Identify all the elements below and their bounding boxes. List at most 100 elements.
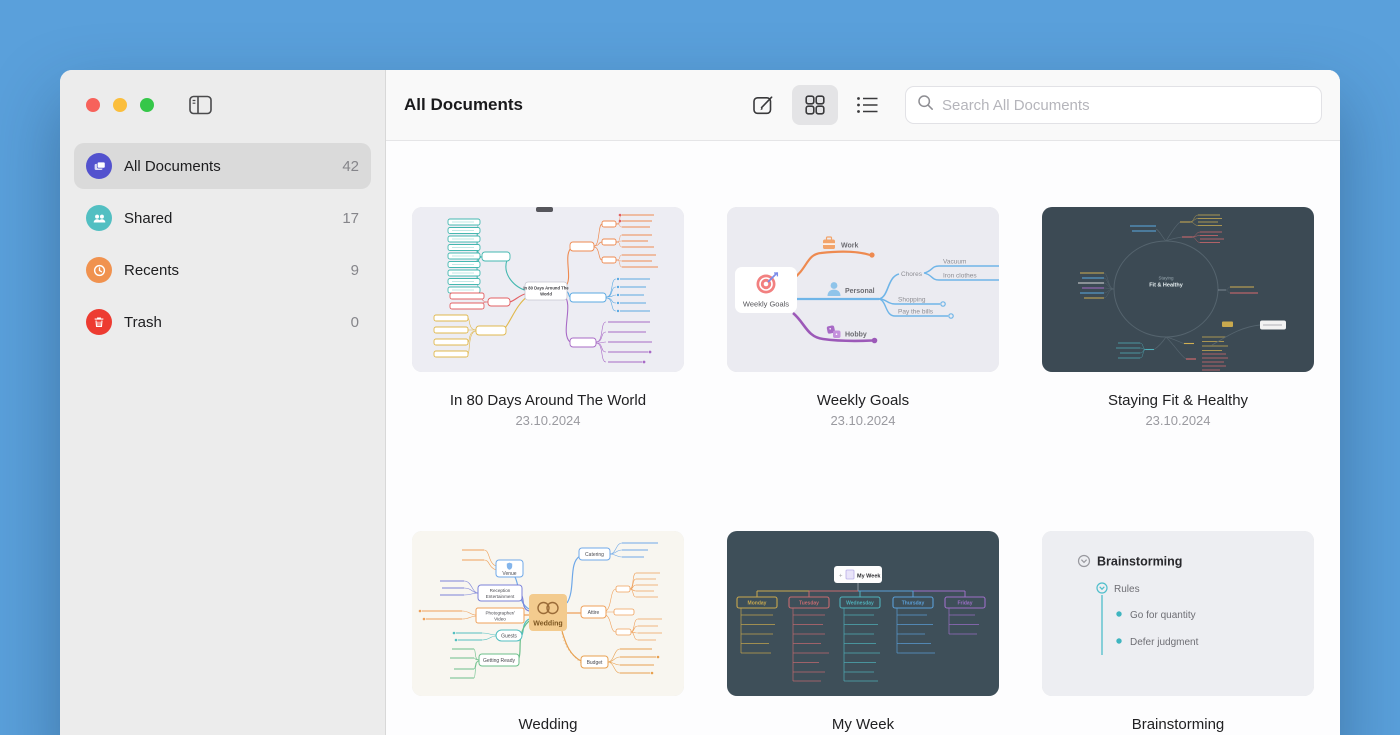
outline-title: Brainstorming [1097,555,1182,569]
list-view-button[interactable] [847,87,887,123]
day-label-wednesday: Wednesday [846,601,874,607]
documents-stack-icon [86,153,112,179]
toolbar [743,85,1322,125]
node-label-catering: Catering [585,552,604,558]
sidebar-toggle-icon [189,95,213,119]
mindmap-center-label: My Week [857,574,881,580]
thumbnail-brainstorming: Brainstorming Rules Go for quantity Defe… [1042,531,1314,696]
document-date: 23.10.2024 [515,413,581,428]
mindmap-my-week: Monday Tuesday Wednesday Thursday Friday [727,531,999,696]
node-label-chores: Chores [901,271,923,278]
mindmap-center-label: Staying [1158,276,1174,281]
document-date: 23.10.2024 [830,413,896,428]
window-titlebar [60,70,385,143]
document-title: Wedding [518,716,578,733]
thumbnail-staying-fit: Staying Fit & Healthy [1042,207,1314,372]
document-card[interactable]: Brainstorming Rules Go for quantity Defe… [1042,531,1314,735]
main-area: All Documents [386,70,1340,735]
list-view-icon [855,94,880,116]
sidebar: All Documents 42 Shared 17 [60,70,386,735]
expand-icon: + [839,574,843,580]
search-input[interactable] [942,96,1310,114]
outline-rules-label: Rules [1114,584,1140,595]
node-label-getting-ready: Getting Ready [483,658,515,664]
node-label-shopping: Shopping [898,297,926,304]
sidebar-item-count: 9 [350,261,359,279]
node-label-guests: Guests [501,634,517,640]
node-label-entertainment: Entertainment [486,594,515,599]
day-label-thursday: Thursday [902,601,925,607]
sidebar-item-shared[interactable]: Shared 17 [74,195,371,241]
sidebar-item-label: Trash [124,313,162,331]
node-label-reception: Reception [490,588,511,593]
document-title: Weekly Goals [816,392,910,409]
branch-label-hobby: Hobby [845,332,867,339]
documents-grid: In 80 Days Around The World In 80 Days A… [386,141,1340,735]
mindmap-staying-fit: Staying Fit & Healthy [1042,207,1314,372]
new-document-button[interactable] [743,87,783,123]
branch-label-work: Work [841,243,858,250]
sidebar-toggle-button[interactable] [189,95,213,116]
minimize-window-button[interactable] [113,98,127,112]
node-label-pay-the-bills: Pay the bills [898,309,934,316]
sidebar-item-recents[interactable]: Recents 9 [74,247,371,293]
day-label-friday: Friday [957,601,972,607]
sidebar-item-count: 42 [342,157,359,175]
thumbnail-wedding: Venue Reception Entertainment [412,531,684,696]
thumbnail-weekly-goals: Work Personal [727,207,999,372]
sidebar-item-label: Recents [124,261,180,279]
node-label-budget: Budget [587,660,603,666]
node-label-vacuum: Vacuum [943,259,966,266]
day-label-monday: Monday [748,601,767,607]
mindmap-center-label: Weekly Goals [743,300,789,309]
node-label-photographer: Photographer/ [485,611,515,616]
clock-icon [86,257,112,283]
thumbnail-my-week: Monday Tuesday Wednesday Thursday Friday [727,531,999,696]
document-title: In 80 Days Around The World [449,392,647,409]
branch-label-personal: Personal [845,288,875,295]
grid-view-icon [803,93,827,117]
page-title: All Documents [404,95,524,114]
document-card[interactable]: Monday Tuesday Wednesday Thursday Friday [727,531,999,735]
node-label-attire: Attire [588,610,600,616]
node-label-video: Video [494,617,506,622]
search-icon [917,94,934,116]
document-card[interactable]: Staying Fit & Healthy [1042,207,1314,429]
sidebar-nav: All Documents 42 Shared 17 [60,143,385,345]
outline-bullet-2: Defer judgment [1130,637,1199,648]
mindmap-80-days: In 80 Days Around The World [412,207,684,372]
main-header: All Documents [386,70,1340,141]
document-title: Staying Fit & Healthy [1107,392,1249,409]
mindmap-wedding: Venue Reception Entertainment [412,531,684,696]
document-title: My Week [831,716,895,733]
document-title: Brainstorming [1131,716,1225,733]
people-icon [86,205,112,231]
documents-content: In 80 Days Around The World In 80 Days A… [386,141,1340,735]
day-label-tuesday: Tuesday [799,601,819,607]
document-card[interactable]: Work Personal [727,207,999,429]
zoom-window-button[interactable] [140,98,154,112]
node-label-venue: Venue [502,571,516,577]
sidebar-item-count: 0 [350,313,359,331]
thumbnail-in-80-days: In 80 Days Around The World [412,207,684,372]
sidebar-item-label: Shared [124,209,173,227]
mindmap-center-label: Fit & Healthy [1149,283,1184,289]
new-document-icon [751,93,776,118]
document-date: 23.10.2024 [1145,413,1211,428]
mindmap-center-label: World [540,292,552,297]
sidebar-item-all-documents[interactable]: All Documents 42 [74,143,371,189]
document-card[interactable]: In 80 Days Around The World In 80 Days A… [412,207,684,429]
trash-icon [86,309,112,335]
document-card[interactable]: Venue Reception Entertainment [412,531,684,735]
outline-bullet-1: Go for quantity [1130,610,1196,621]
grid-view-button[interactable] [792,85,838,125]
app-window: All Documents 42 Shared 17 [60,70,1340,735]
mindmap-center-label: In 80 Days Around The [523,286,569,291]
sidebar-item-trash[interactable]: Trash 0 [74,299,371,345]
mindmap-center-label: Wedding [533,621,562,628]
outline-brainstorming: Brainstorming Rules Go for quantity Defe… [1042,531,1314,696]
close-window-button[interactable] [86,98,100,112]
search-field [905,86,1322,124]
sidebar-item-label: All Documents [124,157,221,175]
node-label-iron-clothes: Iron clothes [943,273,977,280]
